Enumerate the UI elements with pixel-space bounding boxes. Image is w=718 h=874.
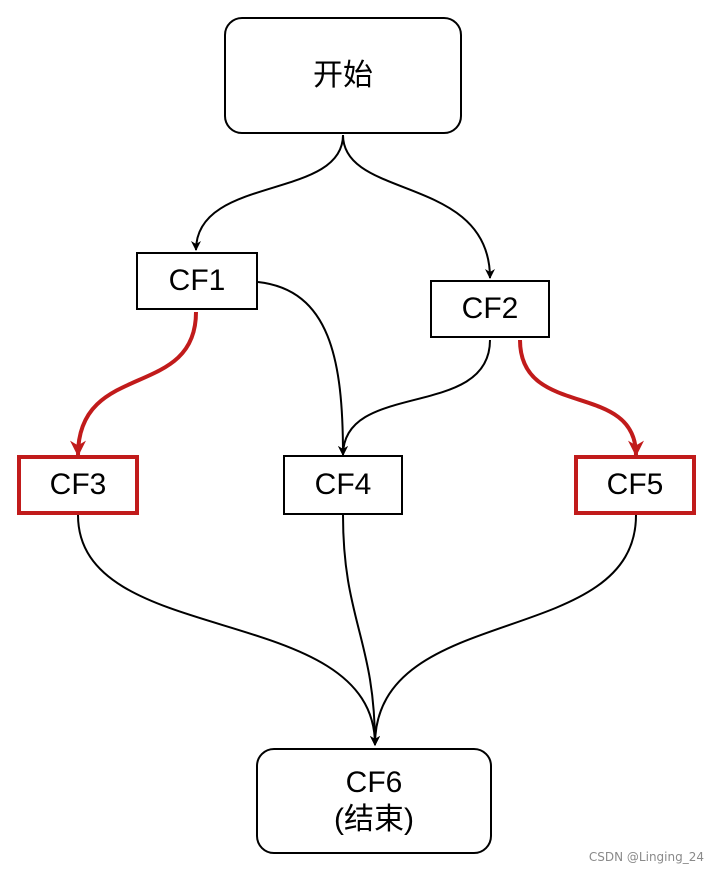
node-cf6-line1: CF6: [345, 765, 403, 799]
node-cf6: CF6 (结束): [256, 748, 492, 854]
node-cf3: CF3: [17, 455, 139, 515]
node-cf4: CF4: [283, 455, 403, 515]
node-cf4-label: CF4: [314, 468, 372, 502]
node-start: 开始: [224, 17, 462, 134]
edge-start-cf2: [342, 134, 495, 279]
node-cf1-label: CF1: [168, 264, 226, 298]
node-cf6-line2: (结束): [334, 803, 414, 836]
node-cf2-label: CF2: [461, 292, 519, 326]
edge-cf2-cf5-highlight: [518, 339, 644, 457]
edge-cf5-cf6: [370, 514, 637, 746]
edge-cf1-cf3-highlight: [70, 311, 198, 457]
watermark: CSDN @Linging_24: [588, 850, 704, 864]
node-cf2: CF2: [430, 280, 550, 338]
edge-cf2-cf4: [338, 339, 491, 456]
edge-cf4-cf6: [342, 514, 380, 746]
node-start-label: 开始: [313, 58, 373, 92]
node-cf1: CF1: [136, 252, 258, 310]
node-cf3-label: CF3: [49, 468, 107, 502]
node-cf5-label: CF5: [606, 468, 664, 502]
edge-cf3-cf6: [77, 514, 380, 746]
edge-start-cf1: [191, 134, 344, 251]
edge-cf1-cf4: [257, 281, 348, 456]
node-cf5: CF5: [574, 455, 696, 515]
